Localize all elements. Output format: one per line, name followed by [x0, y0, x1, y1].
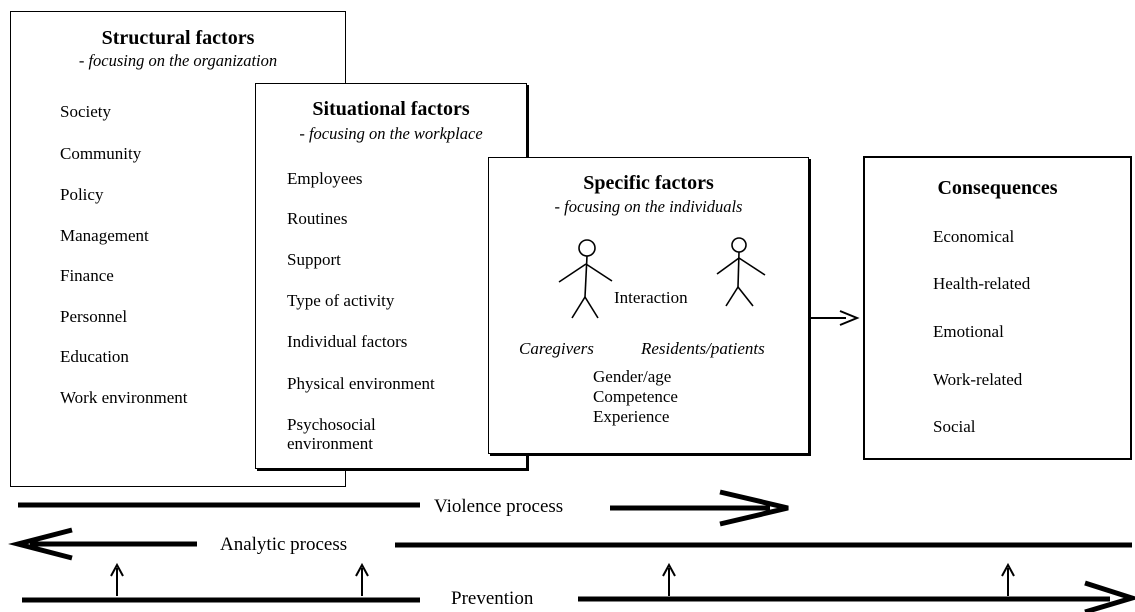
specific-subtitle: - focusing on the individuals	[554, 197, 743, 216]
consequence-item: Work-related	[933, 370, 1023, 389]
specific-factors-box: Specific factors - focusing on the indiv…	[488, 157, 809, 454]
residents-label: Residents/patients	[641, 339, 765, 358]
consequence-item: Emotional	[933, 322, 1004, 341]
trait-item: Experience	[593, 407, 670, 426]
structural-item: Management	[60, 226, 149, 245]
prevention-up-arrow	[1001, 562, 1015, 596]
structural-item: Finance	[60, 266, 114, 285]
situational-item: environment	[287, 434, 373, 453]
caregiver-figure-icon	[558, 239, 613, 319]
specific-title: Specific factors	[583, 172, 714, 194]
structural-title: Structural factors	[101, 27, 255, 49]
prevention-up-arrow	[355, 562, 369, 596]
structural-item: Policy	[60, 185, 104, 204]
consequence-item: Social	[933, 417, 976, 436]
analytic-process-label: Analytic process	[220, 534, 348, 556]
prevention-up-arrow	[110, 562, 124, 596]
structural-item: Education	[60, 347, 129, 366]
arrow-to-consequences	[810, 310, 860, 326]
violence-process-label: Violence process	[434, 496, 564, 518]
violence-process-arrow	[18, 489, 789, 527]
situational-subtitle: - focusing on the workplace	[299, 124, 483, 143]
structural-subtitle: - focusing on the organization	[78, 51, 278, 70]
prevention-label: Prevention	[451, 588, 534, 610]
resident-figure-icon	[716, 237, 766, 307]
situational-item: Type of activity	[287, 291, 395, 310]
interaction-label: Interaction	[614, 288, 688, 307]
situational-item: Psychosocial	[287, 415, 376, 434]
structural-item: Society	[60, 102, 111, 121]
consequence-item: Health-related	[933, 274, 1031, 293]
prevention-arrow	[22, 580, 1135, 612]
consequence-item: Economical	[933, 227, 1015, 246]
trait-item: Gender/age	[593, 367, 672, 386]
situational-title: Situational factors	[312, 98, 470, 120]
caregivers-label: Caregivers	[519, 339, 594, 358]
situational-factors-box: Situational factors - focusing on the wo…	[255, 83, 527, 469]
situational-item: Individual factors	[287, 332, 408, 351]
situational-item: Routines	[287, 209, 348, 228]
structural-item: Community	[60, 144, 142, 163]
structural-item: Personnel	[60, 307, 128, 326]
trait-item: Competence	[593, 387, 678, 406]
consequences-box: Consequences Economical Health-related E…	[863, 156, 1132, 460]
consequences-title: Consequences	[937, 177, 1058, 199]
structural-item: Work environment	[60, 388, 188, 407]
prevention-up-arrow	[662, 562, 676, 596]
situational-item: Physical environment	[287, 374, 435, 393]
situational-item: Employees	[287, 169, 363, 188]
situational-item: Support	[287, 250, 341, 269]
analytic-process-arrow	[8, 527, 1132, 561]
